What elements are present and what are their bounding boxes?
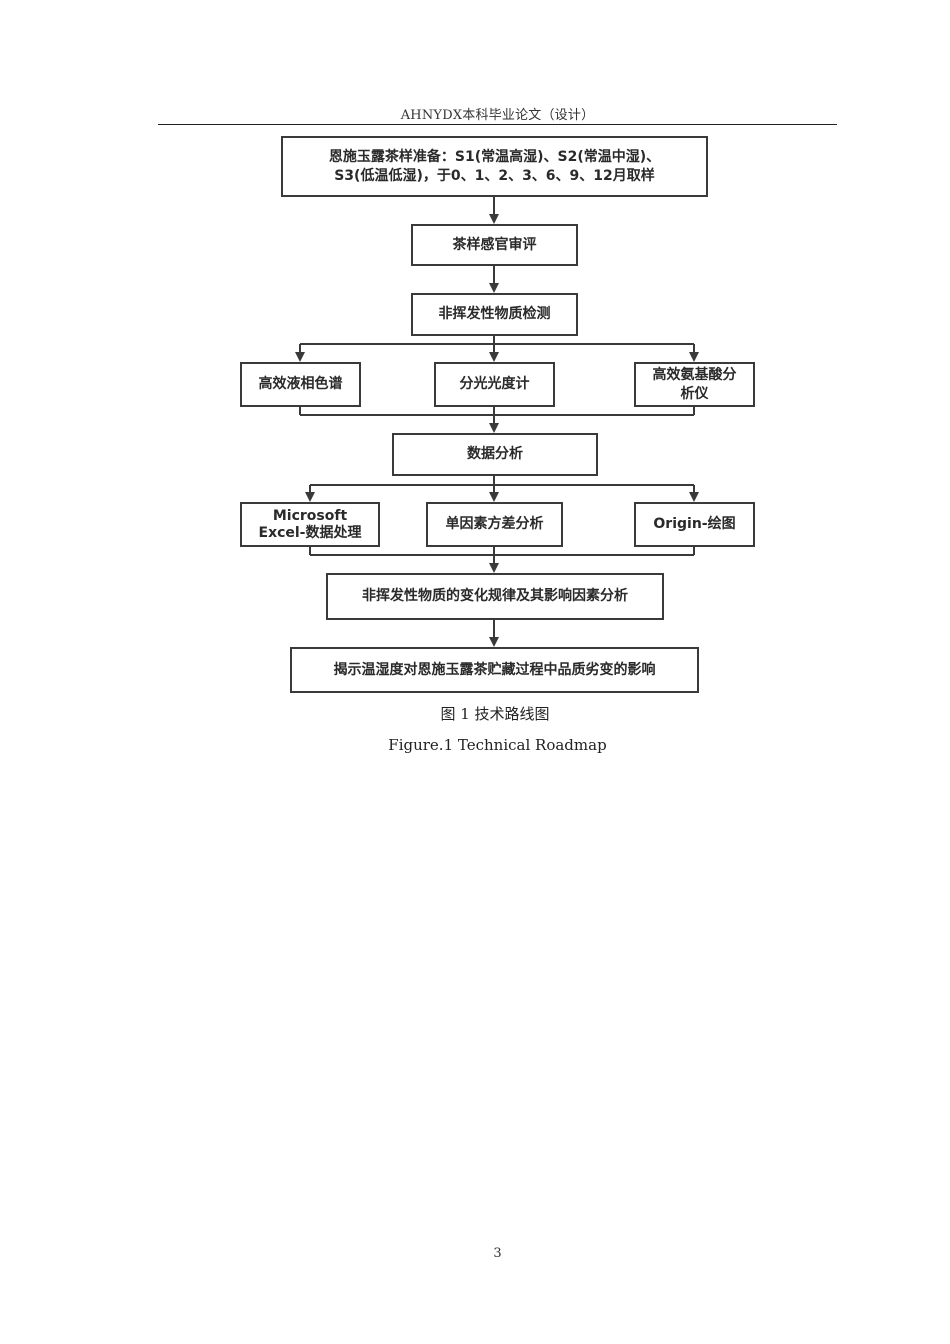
figure-caption-chinese: 图 1 技术路线图: [440, 705, 550, 723]
box-method-hplc-line1: 高效液相色谱: [258, 376, 343, 393]
box-nonvolatile-detection: 非挥发性物质检测: [411, 293, 578, 336]
box-data-analysis: 数据分析: [392, 433, 598, 476]
box-tool-origin-line1: Origin-绘图: [653, 516, 736, 533]
box-sensory-evaluation: 茶样感官审评: [411, 224, 578, 266]
box-tool-excel-line1: Microsoft: [272, 507, 348, 524]
running-header: AHNYDX本科毕业论文（设计）: [400, 108, 595, 123]
page-number: 3: [493, 1246, 502, 1261]
box-sample-preparation-line1: 恩施玉露茶样准备：S1(常温高湿)、S2(常温中湿)、: [328, 148, 661, 165]
box-tool-anova: 单因素方差分析: [426, 502, 563, 547]
box-nonvolatile-detection-label: 非挥发性物质检测: [438, 306, 551, 323]
box-tool-excel: Microsoft Excel-数据处理: [240, 502, 380, 547]
box-method-spectrophotometer: 分光光度计: [434, 362, 555, 407]
box-method-amino-acid-analyzer-line1: 高效氨基酸分: [652, 366, 737, 383]
box-conclusion: 揭示温湿度对恩施玉露茶贮藏过程中品质劣变的影响: [290, 647, 699, 693]
box-sample-preparation-line2: S3(低温低湿)，于0、1、2、3、6、9、12月取样: [334, 167, 655, 184]
figure-caption-english: Figure.1 Technical Roadmap: [388, 736, 607, 754]
box-change-analysis-label: 非挥发性物质的变化规律及其影响因素分析: [362, 588, 628, 605]
box-tool-anova-line1: 单因素方差分析: [445, 516, 544, 533]
box-tool-origin: Origin-绘图: [634, 502, 755, 547]
header-rule: [158, 124, 837, 125]
box-tool-excel-line2: Excel-数据处理: [258, 524, 362, 541]
box-data-analysis-label: 数据分析: [467, 446, 523, 463]
box-method-spectrophotometer-line1: 分光光度计: [459, 376, 530, 393]
box-method-amino-acid-analyzer-line2: 析仪: [680, 385, 709, 402]
box-change-analysis: 非挥发性物质的变化规律及其影响因素分析: [326, 573, 664, 620]
box-conclusion-label: 揭示温湿度对恩施玉露茶贮藏过程中品质劣变的影响: [333, 661, 656, 678]
box-sensory-evaluation-label: 茶样感官审评: [452, 236, 537, 253]
box-sample-preparation: 恩施玉露茶样准备：S1(常温高湿)、S2(常温中湿)、 S3(低温低湿)，于0、…: [281, 136, 708, 197]
box-method-hplc: 高效液相色谱: [240, 362, 361, 407]
box-method-amino-acid-analyzer: 高效氨基酸分 析仪: [634, 362, 755, 407]
